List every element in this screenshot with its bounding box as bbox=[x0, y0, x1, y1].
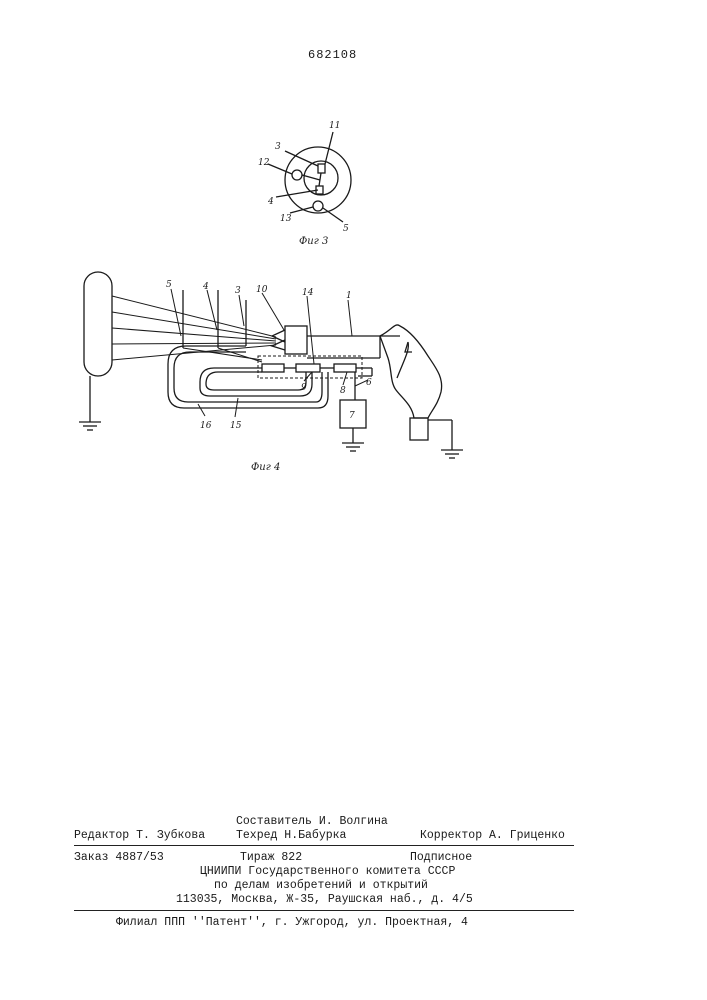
org-line-1: ЦНИИПИ Государственного комитета СССР bbox=[200, 865, 455, 879]
compiler-line: Составитель И. Волгина bbox=[236, 815, 388, 829]
fig4-label-15: 15 bbox=[230, 421, 242, 431]
corrector-line: Корректор А. Гриценко bbox=[420, 829, 565, 843]
branch-line: Филиал ППП ''Патент'', г. Ужгород, ул. П… bbox=[116, 916, 468, 930]
fig3-caption: Фиг 3 bbox=[299, 236, 328, 247]
editor-line: Редактор Т. Зубкова bbox=[74, 829, 205, 843]
fig4-label-3: 3 bbox=[235, 286, 241, 296]
fig4-label-16: 16 bbox=[200, 421, 212, 431]
org-line-2: по делам изобретений и открытий bbox=[214, 879, 428, 893]
fig3-label-5: 5 bbox=[343, 224, 349, 234]
fig3-label-4: 4 bbox=[267, 197, 274, 207]
divider-bottom bbox=[74, 910, 574, 911]
circulation-line: Тираж 822 bbox=[240, 851, 302, 865]
fig4-label-9: 9 bbox=[301, 383, 307, 393]
fig4-caption: Фиг 4 bbox=[251, 462, 280, 473]
figure-3: 11 3 12 4 13 5 Фиг 3 bbox=[258, 121, 351, 247]
fig4-label-1: 1 bbox=[346, 291, 352, 301]
subscription-line: Подписное bbox=[410, 851, 472, 865]
fig4-label-7: 7 bbox=[349, 411, 355, 421]
fig4-label-6: 6 bbox=[366, 378, 372, 388]
fig3-label-11: 11 bbox=[329, 121, 340, 131]
fig4-label-10: 10 bbox=[256, 285, 268, 295]
divider-top bbox=[74, 845, 574, 846]
fig4-label-8: 8 bbox=[340, 386, 346, 396]
org-line-3: 113035, Москва, Ж-35, Раушская наб., д. … bbox=[176, 893, 473, 907]
fig3-label-3: 3 bbox=[275, 142, 281, 152]
fig3-label-13: 13 bbox=[280, 214, 292, 224]
order-line: Заказ 4887/53 bbox=[74, 851, 164, 865]
fig4-label-4: 4 bbox=[202, 282, 209, 292]
techred-line: Техред Н.Бабурка bbox=[236, 829, 346, 843]
fig4-label-5: 5 bbox=[166, 280, 172, 290]
figure-4: 5 4 3 10 14 1 9 8 6 7 16 15 Фиг 4 bbox=[79, 272, 463, 473]
fig4-label-14: 14 bbox=[302, 288, 314, 298]
figures-drawing: 11 3 12 4 13 5 Фиг 3 bbox=[0, 0, 707, 520]
fig3-label-12: 12 bbox=[258, 158, 270, 168]
